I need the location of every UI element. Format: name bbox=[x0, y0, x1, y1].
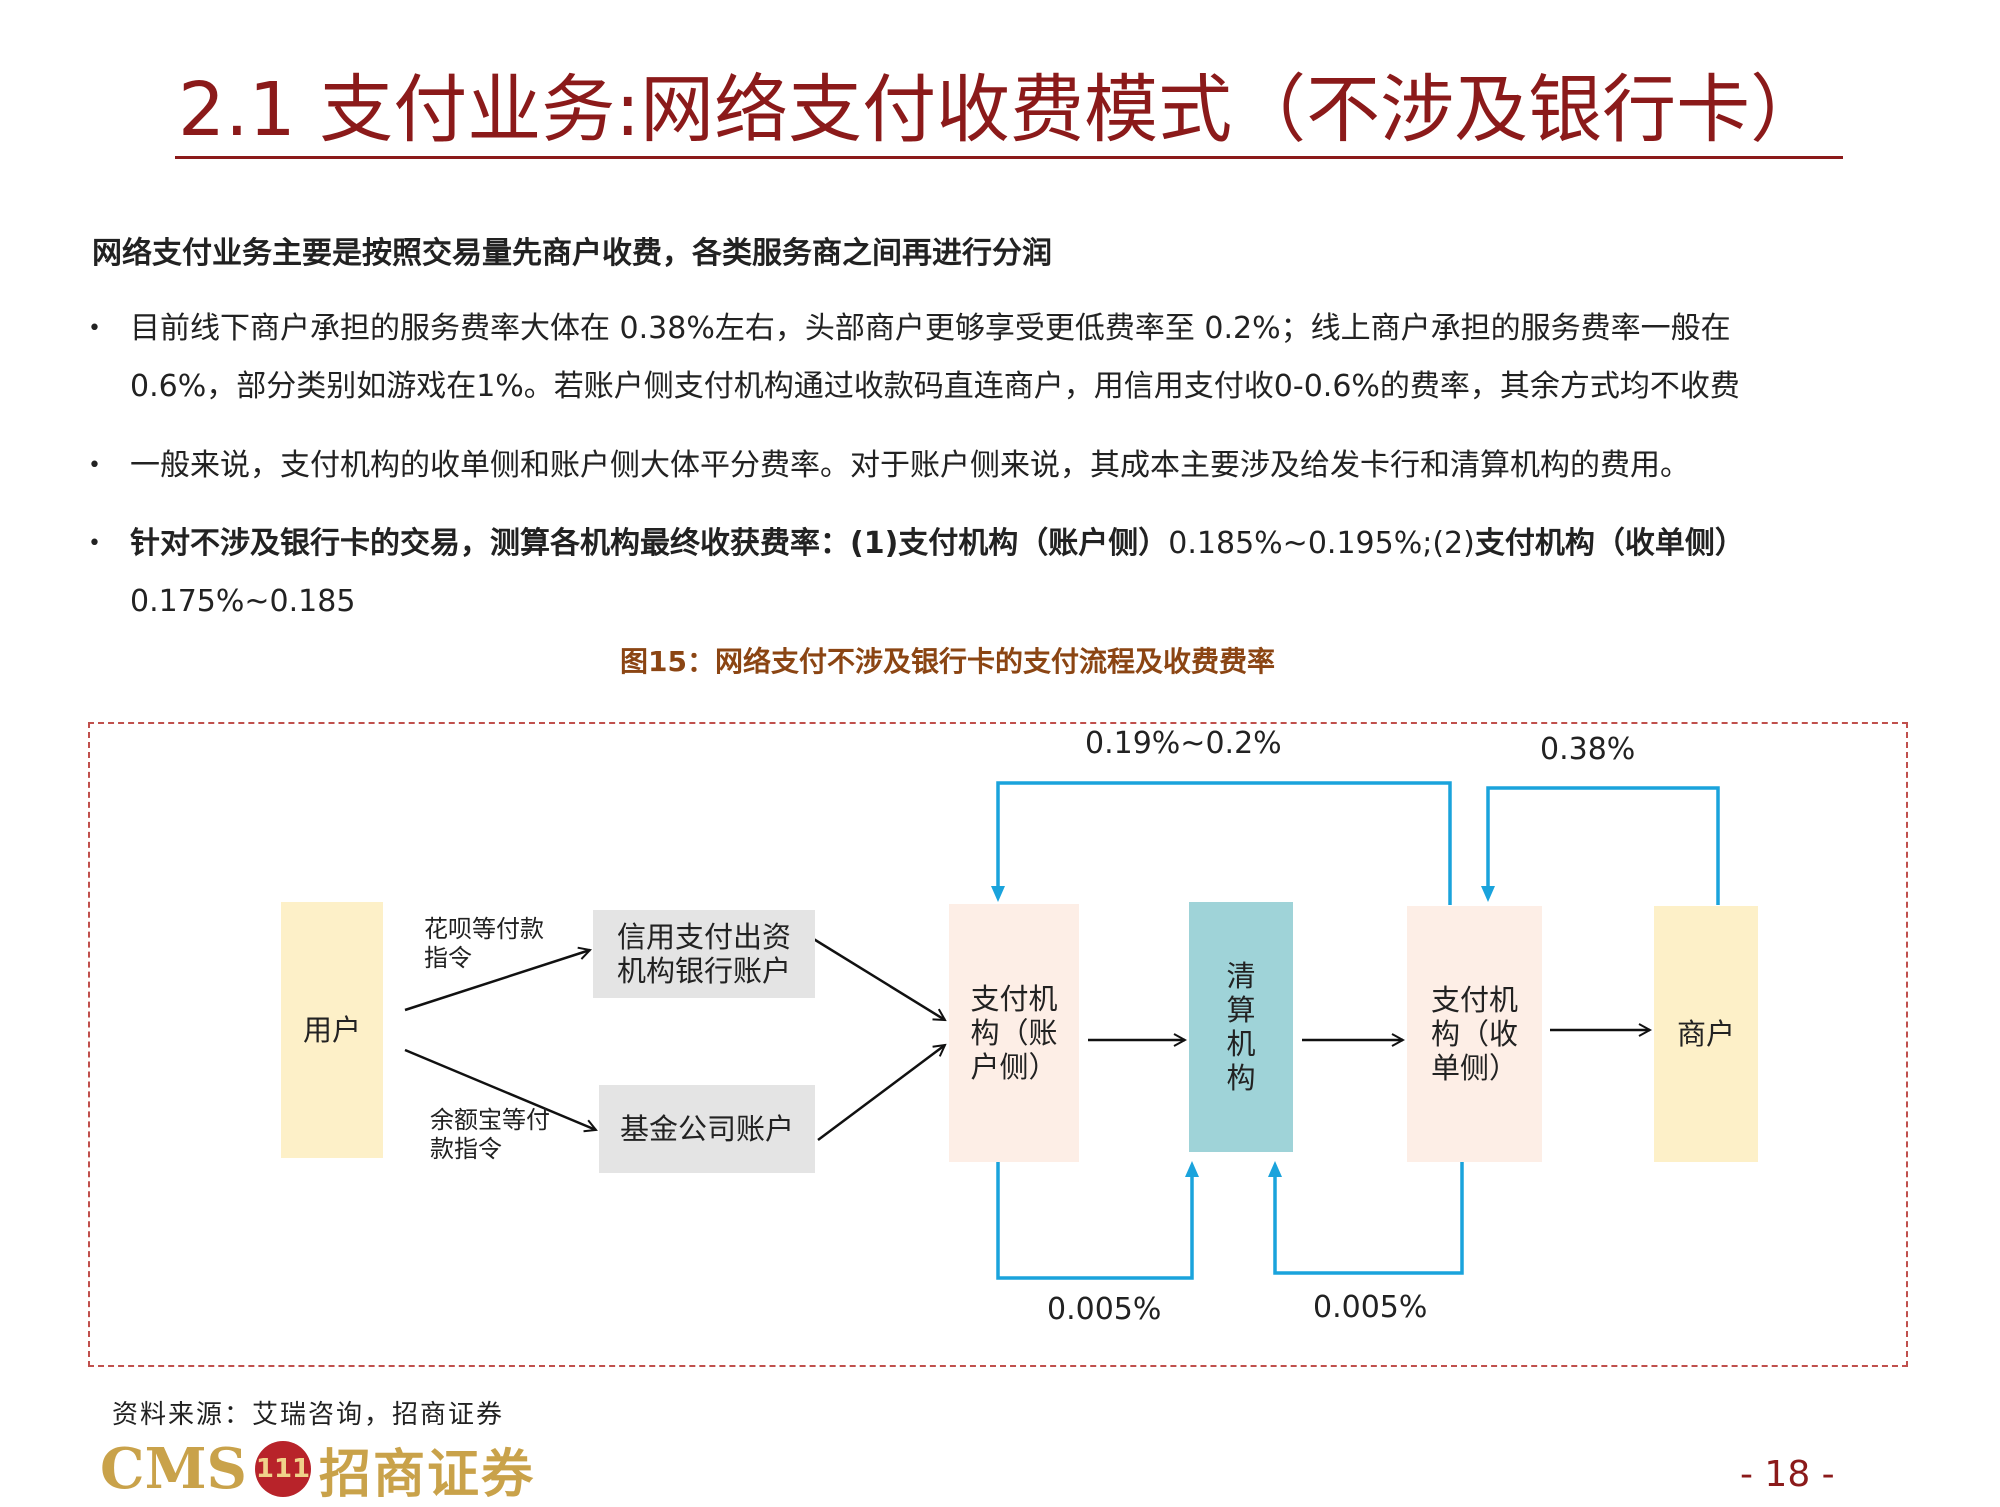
edge-label-huabei: 花呗等付款指令 bbox=[424, 915, 544, 972]
bullet-3-normal-1: 0.185%~0.195%;(2) bbox=[1168, 526, 1475, 561]
node-user: 用户 bbox=[281, 902, 383, 1158]
blue-arrow-bottom-right bbox=[1268, 1161, 1464, 1275]
cms-logo: CMS 111 招商证券 bbox=[100, 1436, 535, 1505]
node-fund-account-label: 基金公司账户 bbox=[619, 1112, 794, 1146]
blue-arrow-top-left bbox=[991, 781, 1452, 905]
logo-cms-text: CMS bbox=[100, 1436, 247, 1502]
bullet-dot: • bbox=[88, 453, 101, 478]
rate-bottom-right: 0.005% bbox=[1313, 1290, 1428, 1325]
rate-bottom-left: 0.005% bbox=[1047, 1292, 1162, 1327]
arrow-user-to-fund bbox=[404, 1048, 596, 1130]
bullet-3-line-1: 针对不涉及银行卡的交易，测算各机构最终收获费率：(1)支付机构（账户侧）0.18… bbox=[130, 515, 1745, 573]
arrow-fund-to-payment bbox=[817, 1045, 945, 1142]
node-user-label: 用户 bbox=[302, 1013, 361, 1047]
node-credit-account: 信用支付出资机构银行账户 bbox=[593, 910, 815, 998]
node-payment-account-side: 支付机构（账户侧） bbox=[949, 904, 1079, 1162]
rate-top-right: 0.38% bbox=[1540, 732, 1636, 767]
node-merchant-label: 商户 bbox=[1676, 1017, 1735, 1051]
source-note: 资料来源：艾瑞咨询，招商证券 bbox=[112, 1400, 505, 1430]
logo-emblem-icon: 111 bbox=[255, 1441, 311, 1497]
page-title: 2.1 支付业务:网络支付收费模式（不涉及银行卡） bbox=[178, 67, 1825, 153]
node-payment-acquiring-side: 支付机构（收单侧） bbox=[1407, 906, 1542, 1162]
node-payment-account-side-label: 支付机构（账户侧） bbox=[970, 982, 1058, 1084]
section-subtitle: 网络支付业务主要是按照交易量先商户收费，各类服务商之间再进行分润 bbox=[92, 236, 1052, 271]
rate-top-left: 0.19%~0.2% bbox=[1085, 726, 1282, 761]
bullet-3-bold-1: 针对不涉及银行卡的交易，测算各机构最终收获费率：(1)支付机构（账户侧） bbox=[130, 526, 1169, 561]
bullet-3-line-2: 0.175%~0.185 bbox=[130, 584, 356, 619]
bullet-dot: • bbox=[88, 531, 101, 556]
logo-name-text: 招商证券 bbox=[319, 1443, 536, 1505]
blue-arrow-top-right bbox=[1481, 786, 1720, 905]
node-payment-acquiring-side-label: 支付机构（收单侧） bbox=[1430, 983, 1518, 1085]
bullet-dot: • bbox=[88, 316, 101, 341]
node-merchant: 商户 bbox=[1654, 906, 1758, 1162]
node-clearing: 清算机构 bbox=[1189, 902, 1293, 1152]
node-clearing-label: 清算机构 bbox=[1226, 959, 1256, 1095]
edge-label-yuebao: 余额宝等付款指令 bbox=[430, 1106, 550, 1163]
blue-arrow-bottom-left bbox=[996, 1161, 1199, 1280]
node-credit-account-label: 信用支付出资机构银行账户 bbox=[616, 920, 791, 988]
bullet-1-line-1: 目前线下商户承担的服务费率大体在 0.38%左右，头部商户更够享受更低费率至 0… bbox=[130, 311, 1731, 346]
page-number: - 18 - bbox=[1740, 1454, 1835, 1495]
figure-frame bbox=[88, 722, 1908, 1367]
bullet-2-line-1: 一般来说，支付机构的收单侧和账户侧大体平分费率。对于账户侧来说，其成本主要涉及给… bbox=[130, 448, 1690, 483]
node-fund-account: 基金公司账户 bbox=[599, 1085, 815, 1173]
bullet-1-line-2: 0.6%，部分类别如游戏在1%。若账户侧支付机构通过收款码直连商户，用信用支付收… bbox=[130, 369, 1740, 404]
figure-caption: 图15：网络支付不涉及银行卡的支付流程及收费费率 bbox=[620, 645, 1275, 678]
title-divider bbox=[175, 156, 1843, 159]
arrow-credit-to-payment bbox=[811, 936, 945, 1020]
arrow-user-to-credit bbox=[404, 950, 590, 1012]
bullet-3-bold-2: 支付机构（收单侧） bbox=[1474, 526, 1745, 561]
